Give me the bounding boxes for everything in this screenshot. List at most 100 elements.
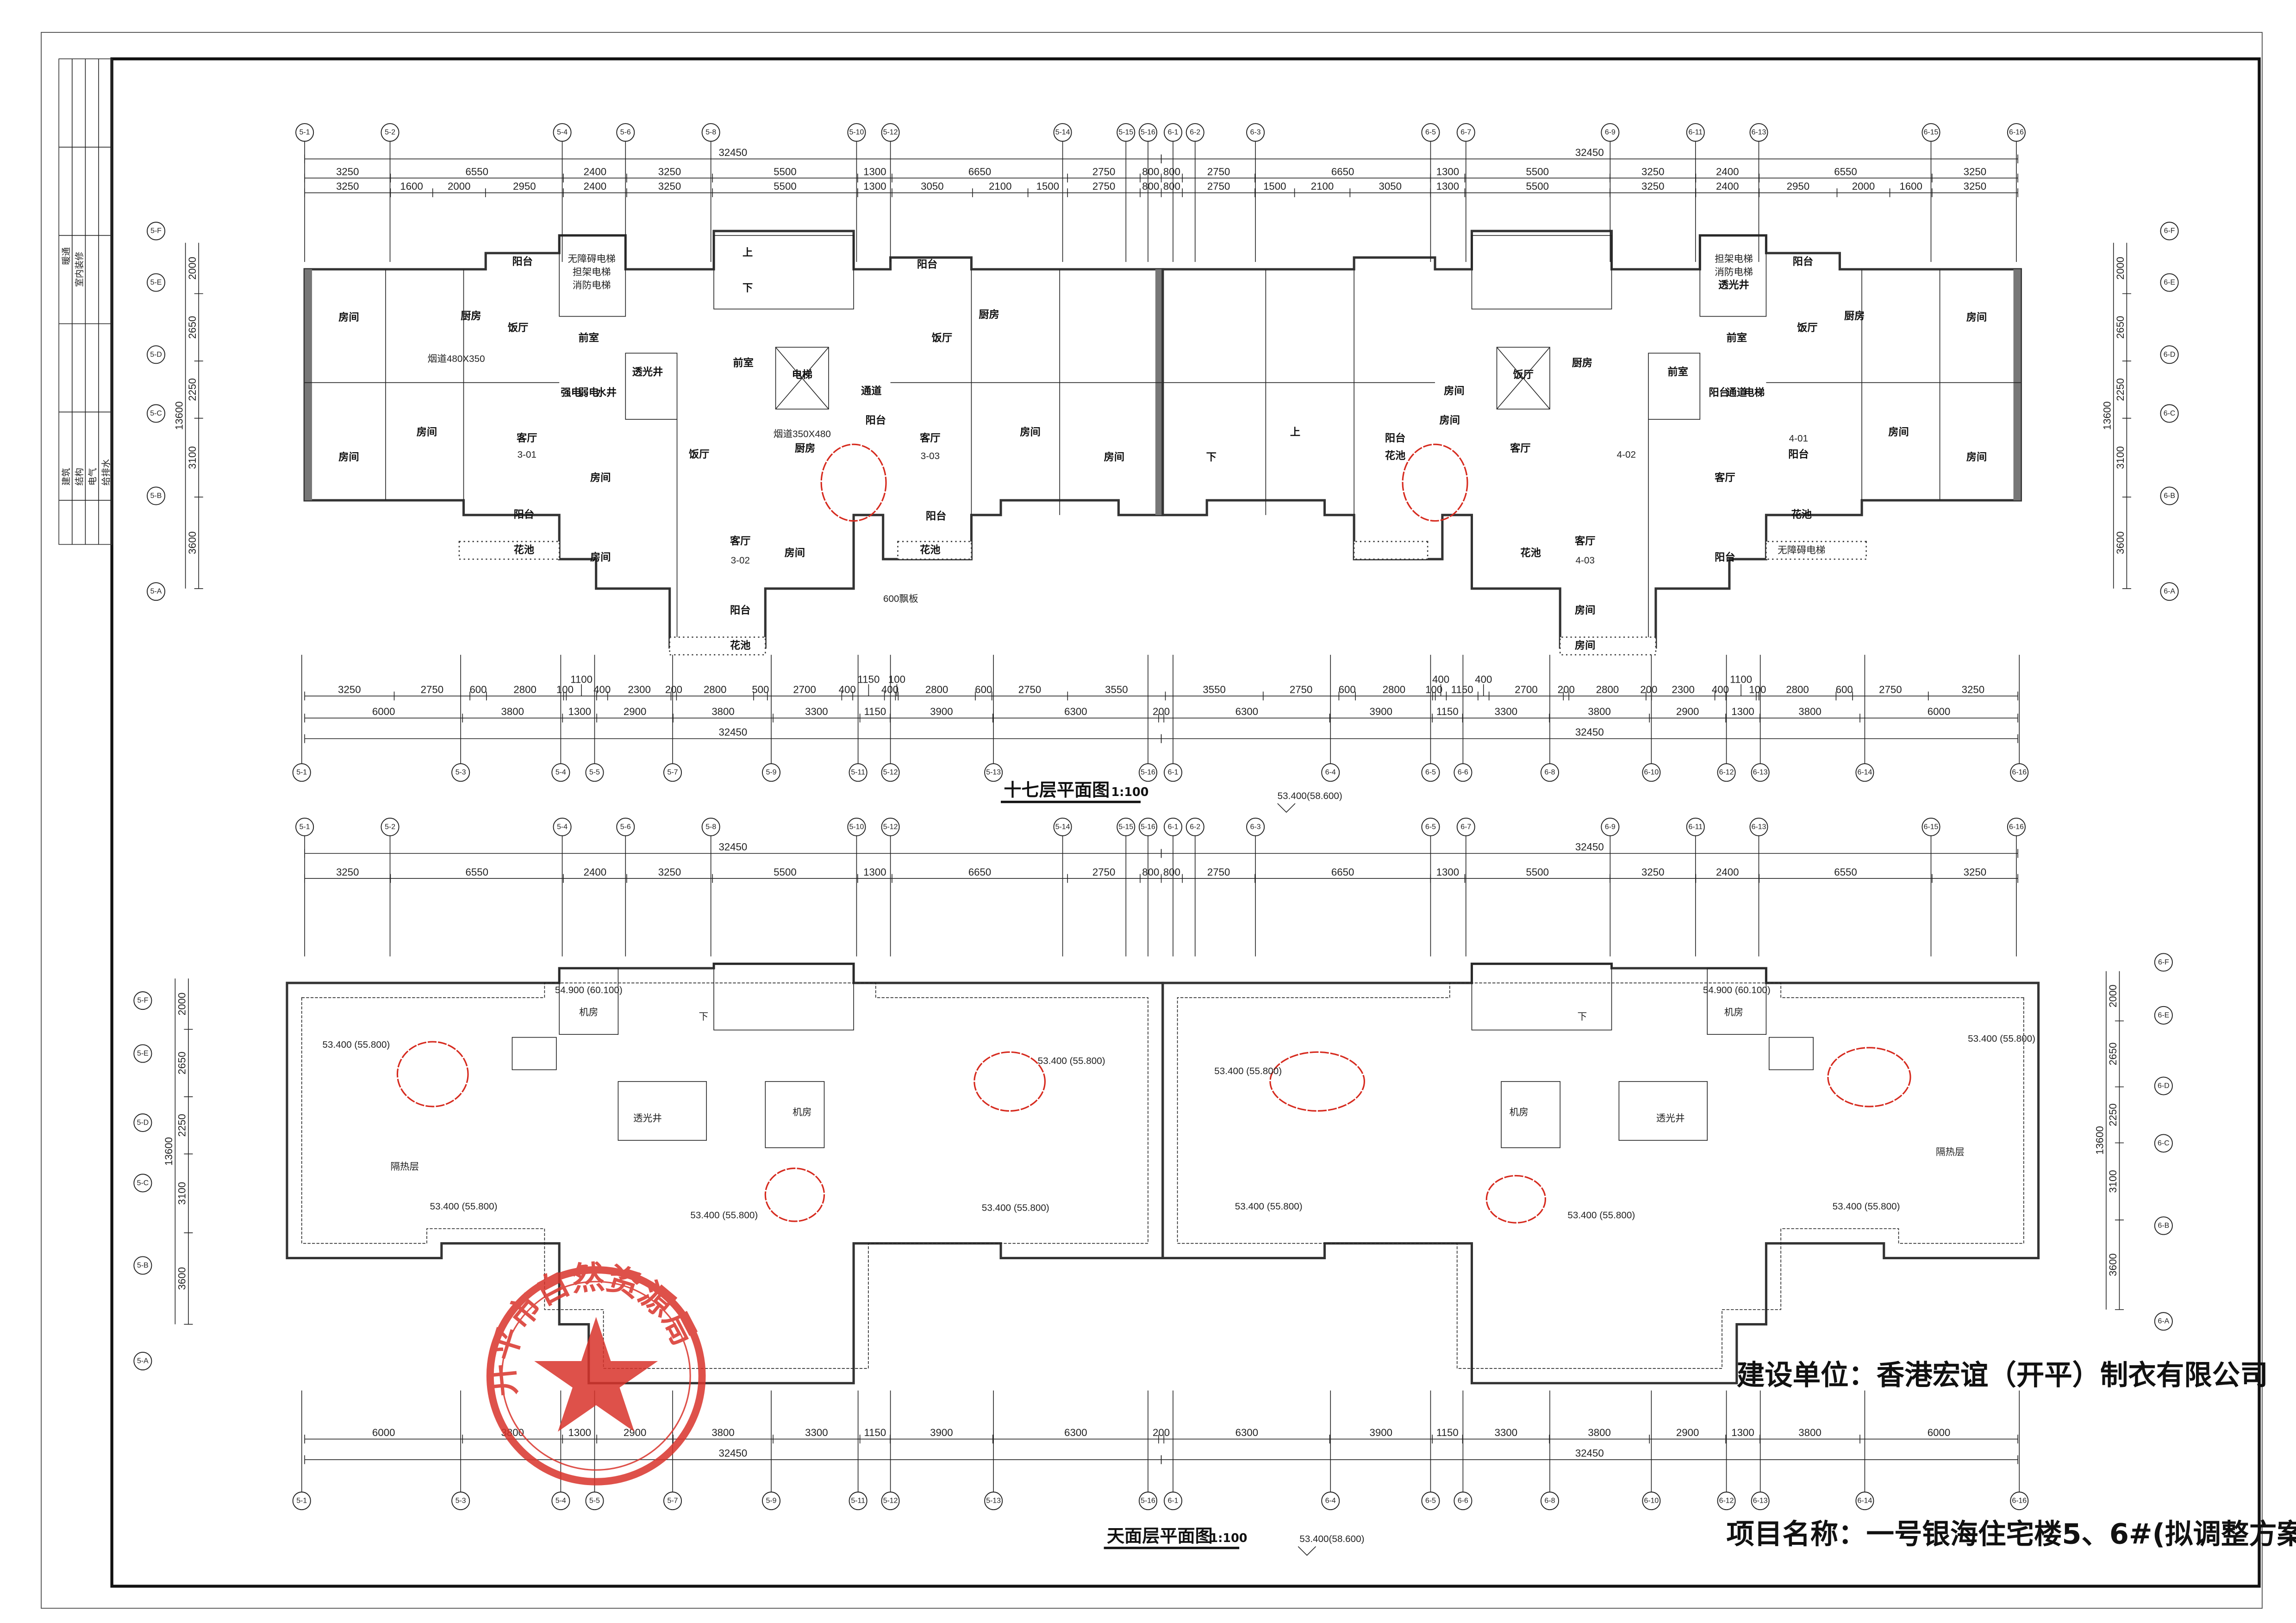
dim-right-value: 2650 (2115, 316, 2126, 339)
dim-bottom-2-value: 6300 (1235, 706, 1259, 717)
dim-top-2-value: 2950 (1787, 180, 1810, 192)
roof-dim-top-1-value: 1300 (1436, 866, 1460, 878)
dim-top-1-value: 3250 (658, 166, 681, 177)
dim-top-2-value: 3250 (658, 180, 681, 192)
room-label: 房间 (1440, 414, 1460, 427)
roof-axis-bubble-left: 5-A (133, 1352, 152, 1371)
axis-bubble-bottom: 6-4 (1321, 654, 1340, 782)
room-label: 3-02 (731, 555, 750, 566)
axis-bubble-top: 5-6 (616, 123, 635, 262)
roof-axis-bubble-bottom: 6-16 (2010, 1390, 2029, 1511)
tb-plumb: 给排水 (101, 459, 111, 485)
dim-bottom-2-value: 2900 (1676, 706, 1699, 717)
svg-text:5-3: 5-3 (455, 769, 466, 777)
axis-bubble-right: 6-D (2160, 345, 2179, 364)
roof-axis-bubble-top: 6-7 (1456, 817, 1475, 957)
room-label: 厨房 (979, 308, 999, 321)
svg-text:6-16: 6-16 (2012, 1497, 2027, 1505)
room-label: 4-03 (1576, 555, 1595, 566)
dim-bottom-2-value: 1300 (568, 706, 591, 717)
room-label: 客厅 (517, 432, 537, 444)
roof-axis-bubble-right: 6-E (2154, 1006, 2173, 1025)
dim-bottom-1-value: 2300 (628, 684, 651, 696)
room-label: 无障碍电梯 (568, 254, 616, 264)
axis-bubble-top: 5-8 (701, 123, 720, 262)
room-label: 花池 (514, 544, 535, 556)
dim-top-2-value: 2100 (1311, 180, 1334, 192)
svg-text:6-2: 6-2 (1190, 823, 1200, 831)
roof-axis-bubble-top: 5-2 (381, 817, 399, 957)
axis-bubble-top: 6-15 (1922, 123, 1940, 262)
roof-dim-bottom-total-value: 32450 (718, 1448, 747, 1459)
roof-dim-bottom-2-value: 1150 (1436, 1427, 1459, 1438)
tb-arch: 建筑 (61, 468, 71, 485)
room-label: 房间 (338, 451, 359, 463)
roof-dim-right-value: 2000 (2107, 984, 2119, 1007)
room-label: 4-01 (1789, 433, 1808, 444)
room-label: 花池 (1791, 509, 1812, 521)
roof-axis-bubble-bottom: 6-4 (1321, 1390, 1340, 1511)
roof-dim-right-value: 2250 (2107, 1103, 2119, 1126)
roof-note: 53.400 (55.800) (323, 1039, 390, 1050)
room-label: 客厅 (730, 535, 751, 547)
dim-bottom-1-value: 600 (469, 684, 487, 696)
room-label: 花池 (730, 640, 751, 652)
dim-top-2-value: 5500 (774, 180, 797, 192)
axis-bubble-top: 6-13 (1749, 123, 1768, 262)
dim-bottom-total-value: 32450 (718, 727, 747, 738)
dim-left-value: 2000 (187, 257, 198, 280)
dim-top-1-value: 800 (1163, 166, 1180, 177)
axis-bubble-right: 6-B (2160, 486, 2179, 505)
dim-right-value: 3100 (2115, 446, 2126, 469)
roof-dim-top-1-value: 3250 (1641, 866, 1665, 878)
room-label: 房间 (417, 426, 437, 438)
svg-text:5-B: 5-B (137, 1262, 149, 1269)
roof-dim-top-1-value: 2750 (1207, 866, 1230, 878)
roof-axis-bubble-left: 5-D (133, 1113, 152, 1132)
roof-dim-bottom-2-value: 1300 (568, 1427, 591, 1438)
room-label: 客厅 (920, 432, 941, 444)
svg-text:6-1: 6-1 (1168, 769, 1179, 777)
roof-axis-bubble-bottom: 5-12 (881, 1390, 900, 1511)
svg-text:6-7: 6-7 (1460, 129, 1471, 137)
project-name: 项目名称：一号银海住宅楼5、6#(拟调整方案) (1727, 1518, 2296, 1550)
roof-note: 下 (699, 1011, 708, 1022)
svg-text:6-8: 6-8 (1545, 1497, 1555, 1505)
dim-top-2-value: 2750 (1207, 180, 1230, 192)
dim-bottom-2-value: 1300 (1731, 706, 1754, 717)
room-label: 客厅 (1510, 442, 1531, 454)
room-label: 透光井 (632, 366, 663, 378)
roof-axis-bubble-top: 5-12 (881, 817, 900, 957)
dim-bottom-1-value: 400 (881, 684, 898, 696)
svg-text:5-4: 5-4 (555, 769, 566, 777)
axis-bubble-bottom: 6-16 (2010, 654, 2029, 782)
roof-note: 透光井 (1656, 1113, 1685, 1124)
svg-text:6-8: 6-8 (1545, 769, 1555, 777)
dim-top-2-value: 2400 (584, 180, 607, 192)
axis-bubble-bottom: 6-1 (1164, 654, 1183, 782)
svg-text:6-6: 6-6 (1458, 1497, 1468, 1505)
svg-text:6-16: 6-16 (2012, 769, 2027, 777)
dim-bottom-2-value: 200 (1153, 706, 1170, 717)
dim-top-2-value: 3050 (921, 180, 944, 192)
dim-top-1-value: 6550 (1834, 166, 1857, 177)
dim-bottom-2-value: 3800 (1798, 706, 1822, 717)
axis-bubble-top: 6-2 (1185, 123, 1204, 262)
svg-text:5-7: 5-7 (668, 1497, 678, 1505)
client-label: 建设单位：香港宏谊（开平）制衣有限公司 (1737, 1359, 2268, 1392)
svg-text:5-14: 5-14 (1055, 823, 1070, 831)
dim-top-2-value: 3250 (1964, 180, 1987, 192)
roof-note: 53.400 (55.800) (982, 1203, 1049, 1213)
dim-top-1-value: 5500 (774, 166, 797, 177)
svg-text:5-4: 5-4 (557, 823, 568, 831)
dim-top-1-value: 3250 (1964, 166, 1987, 177)
svg-text:5-F: 5-F (150, 227, 162, 235)
room-label: 透光井 (1718, 279, 1749, 291)
roof-axis-bubble-bottom: 5-13 (984, 1390, 1003, 1511)
room-label: 阳台 (1793, 255, 1814, 267)
roof-axis-bubble-right: 6-B (2154, 1216, 2173, 1235)
roof-note: 53.400 (55.800) (1038, 1056, 1105, 1066)
